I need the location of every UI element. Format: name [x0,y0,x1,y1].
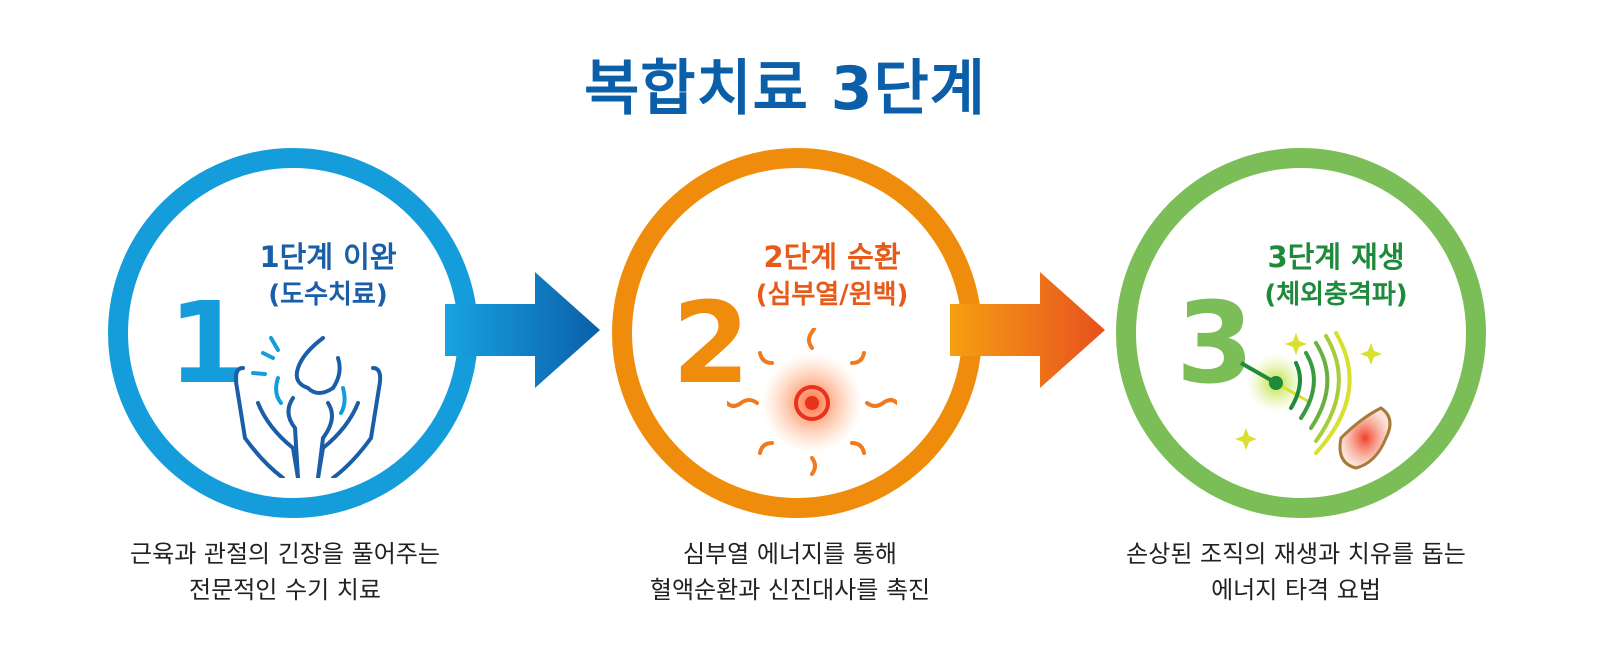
arrow-1-to-2-icon [445,272,600,388]
step-number: 2 [672,279,750,409]
step-number: 3 [1176,279,1254,409]
step-subtitle: (도수치료) [268,280,388,310]
hands-joint-icon [233,336,383,478]
description-line: 혈액순환과 신진대사를 촉진 [649,576,931,604]
step-1-description: 근육과 관절의 긴장을 풀어주는 전문적인 수기 치료 [55,536,515,608]
step-3-description: 손상된 조직의 재생과 치유를 돕는 에너지 타격 요법 [1066,536,1526,608]
page-title: 복합치료 3단계 [584,54,986,124]
step-3-circle: 3 3단계 재생 (체외충격파) [1116,148,1486,518]
description-line: 에너지 타격 요법 [1211,576,1381,604]
heat-sun-icon [727,328,897,476]
step-subtitle: (심부열/윈백) [755,280,909,310]
description-line: 근육과 관절의 긴장을 풀어주는 [130,540,440,568]
description-line: 손상된 조직의 재생과 치유를 돕는 [1126,540,1466,568]
description-line: 심부열 에너지를 통해 [683,540,897,568]
step-1-circle: 1 1단계 이완 (도수치료) [108,148,478,518]
step-2-circle: 2 2단계 순환 (심부열/윈백) [612,148,982,518]
step-title: 3단계 재생 [1267,240,1405,274]
shockwave-icon [1235,331,1392,470]
step-number: 1 [168,279,246,409]
description-line: 전문적인 수기 치료 [189,576,381,604]
step-subtitle: (체외충격파) [1264,280,1408,310]
step-title: 1단계 이완 [259,240,397,274]
step-2-description: 심부열 에너지를 통해 혈액순환과 신진대사를 촉진 [560,536,1020,608]
arrow-2-to-3-icon [950,272,1105,388]
step-title: 2단계 순환 [763,240,901,274]
